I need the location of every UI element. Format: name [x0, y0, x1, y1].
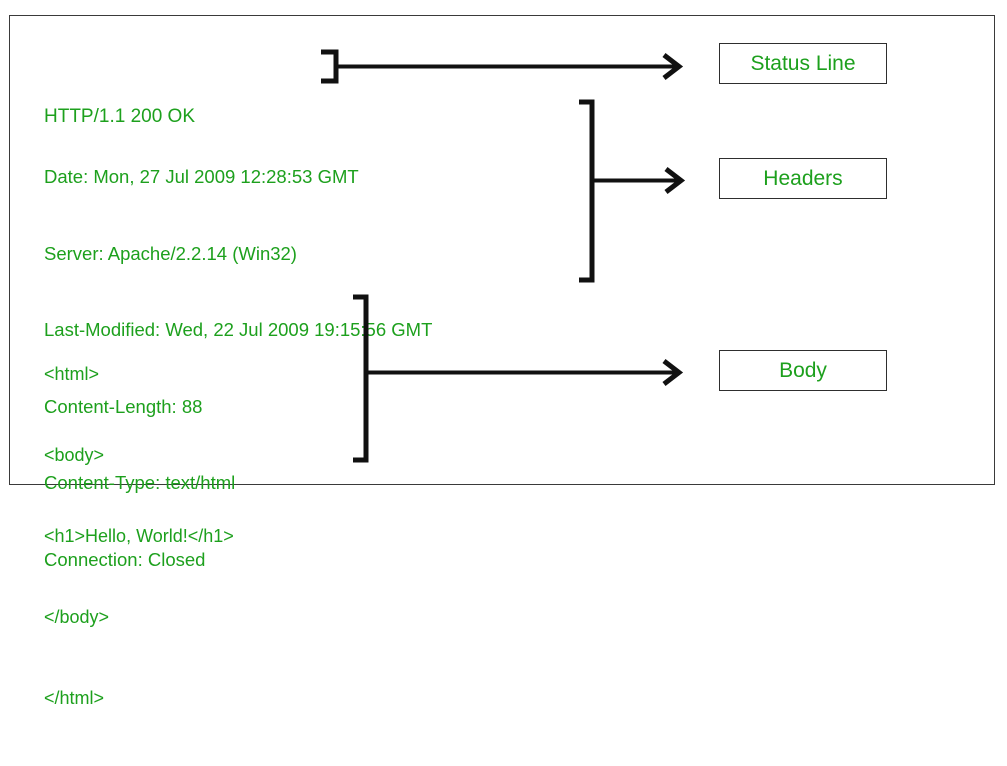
header-row: Last-Modified: Wed, 22 Jul 2009 19:15:56…	[44, 319, 433, 340]
label-box-body: Body	[719, 350, 887, 391]
header-row: Content-Length: 88	[44, 395, 203, 417]
label-box-status-line-text: Status Line	[750, 51, 856, 75]
label-box-headers: Headers	[719, 158, 887, 199]
status-line-text: HTTP/1.1 200 OK	[44, 54, 195, 179]
body-text: <html> <body> <h1>Hello, World!</h1> </b…	[44, 307, 234, 766]
status-line-row: HTTP/1.1 200 OK	[44, 106, 196, 127]
label-box-body-text: Body	[779, 358, 827, 382]
header-row: Date: Mon, 27 Jul 2009 12:28:53 GMT	[44, 166, 359, 187]
body-row: <h1>Hello, World!</h1>	[44, 526, 234, 546]
label-box-status-line: Status Line	[719, 43, 887, 84]
header-row: Server: Apache/2.2.14 (Win32)	[44, 242, 297, 264]
label-box-headers-text: Headers	[763, 166, 843, 190]
body-row: <html>	[44, 364, 100, 384]
diagram-frame	[9, 15, 995, 485]
header-row: Content-Type: text/html	[44, 472, 236, 493]
body-row: </body>	[44, 607, 110, 627]
body-row: </html>	[44, 688, 105, 708]
body-row: <body>	[44, 445, 105, 465]
diagram-canvas: HTTP/1.1 200 OK Date: Mon, 27 Jul 2009 1…	[9, 15, 995, 708]
